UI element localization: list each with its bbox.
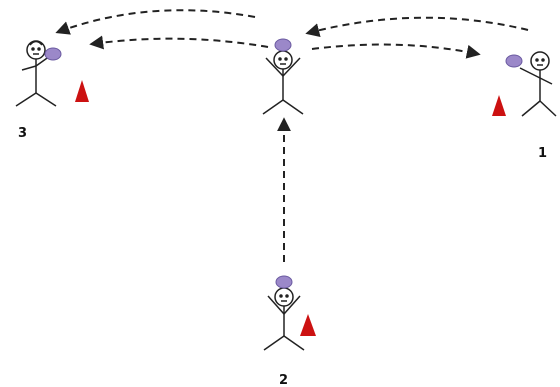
player-1 (519, 51, 557, 117)
player-label-2: 2 (279, 373, 288, 387)
cone-icon (492, 95, 506, 116)
player-head (273, 50, 293, 70)
player-head (530, 51, 550, 71)
arrow-center-to-3-upper (55, 9, 256, 35)
cone-icon (75, 80, 89, 102)
player-head (26, 40, 46, 60)
arrow-1-to-center (305, 16, 529, 37)
ball-icon (505, 54, 523, 68)
arrow-center-to-1 (311, 43, 481, 59)
ball-icon (44, 47, 62, 61)
player-label-1: 1 (538, 146, 547, 161)
player-label-3: 3 (18, 126, 27, 141)
player-center (262, 50, 304, 115)
cone-icon (300, 314, 316, 336)
ball-icon (274, 38, 292, 52)
arrow-center-to-3 (89, 35, 269, 50)
player-2 (263, 287, 305, 351)
pass-arrows (55, 9, 529, 262)
ball-icon (275, 275, 293, 289)
player-head (274, 287, 294, 307)
